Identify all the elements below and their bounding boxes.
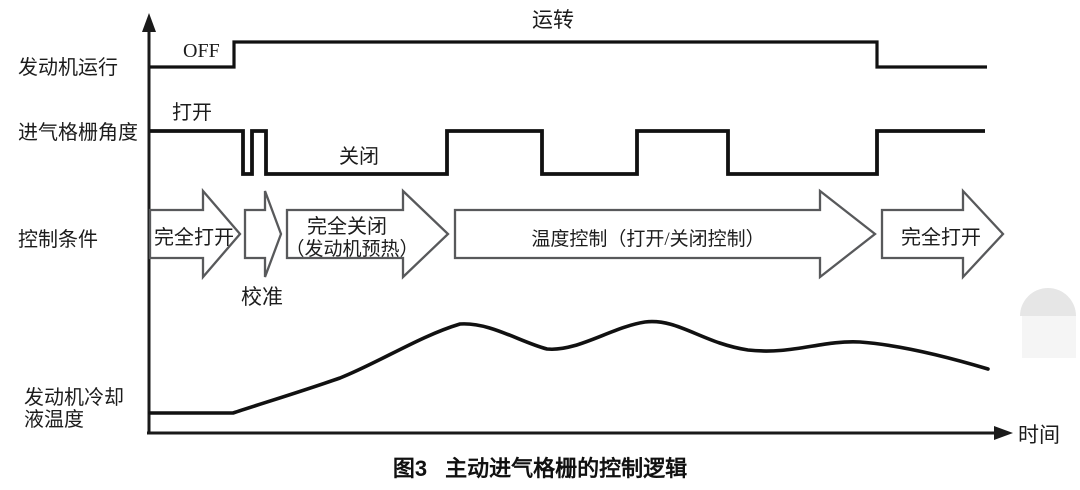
row-label-grille-angle: 进气格栅角度 xyxy=(18,121,138,144)
engine-run-waveform xyxy=(150,40,987,69)
annotation-grille-closed: 关闭 xyxy=(339,145,379,168)
phase-arrow-fully-closed xyxy=(285,188,450,280)
phase-arrow-fully-open-1 xyxy=(148,187,242,281)
row-label-engine-run: 发动机运行 xyxy=(18,56,118,79)
annotation-engine-on: 运转 xyxy=(532,8,574,32)
figure-caption-title: 主动进气格栅的控制逻辑 xyxy=(445,456,688,481)
row-label-control-condition: 控制条件 xyxy=(18,228,98,251)
annotation-calibration: 校准 xyxy=(241,285,283,309)
phase-arrow-fully-open-2 xyxy=(880,188,1005,280)
coolant-temp-curve xyxy=(148,319,990,415)
phase-label-fully-open-2: 完全打开 xyxy=(901,226,981,249)
phase-label-fully-closed-line2: （发动机预热） xyxy=(285,238,418,260)
row-label-coolant-line1: 发动机冷却 xyxy=(24,386,124,409)
phase-arrow-calibration xyxy=(243,190,283,278)
figure-caption: 图3 主动进气格栅的控制逻辑 xyxy=(0,457,1080,481)
phase-label-temperature-control: 温度控制（打开/关闭控制） xyxy=(531,228,764,250)
x-axis-label: 时间 xyxy=(1018,423,1060,447)
grille-angle-waveform xyxy=(150,129,985,176)
figure-caption-number: 图3 xyxy=(392,456,428,481)
y-axis-arrowhead-icon xyxy=(142,13,156,32)
annotation-engine-off: OFF xyxy=(183,40,220,62)
row-label-coolant-line2: 液温度 xyxy=(24,408,84,431)
phase-label-fully-closed-line1: 完全关闭 xyxy=(307,215,387,238)
x-axis-arrowhead-icon xyxy=(994,426,1013,440)
annotation-grille-open: 打开 xyxy=(172,101,212,124)
phase-label-fully-open-1: 完全打开 xyxy=(154,226,234,249)
phase-arrow-temperature-control xyxy=(453,188,877,280)
watermark-artifact xyxy=(1020,288,1076,358)
